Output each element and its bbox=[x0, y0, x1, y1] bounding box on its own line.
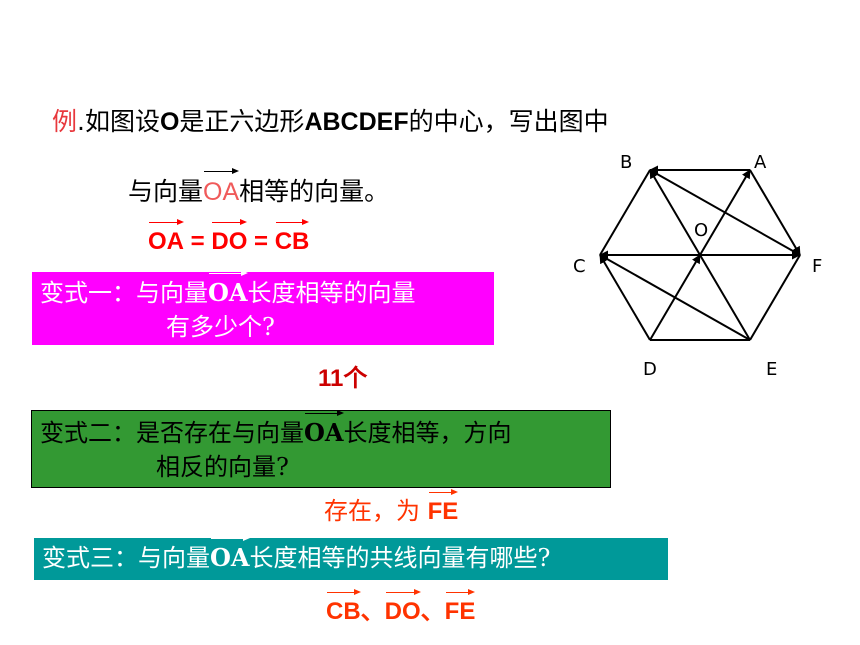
label-o: O bbox=[694, 220, 708, 241]
vector-fe: FE bbox=[428, 489, 458, 529]
variant-one-line1: 变式一：与向量OA长度相等的向量 bbox=[40, 270, 494, 310]
example-part3: 的中心，写出图中 bbox=[408, 107, 609, 136]
variant-two-rest: 长度相等，方向 bbox=[343, 419, 512, 447]
edge-bf bbox=[649, 169, 801, 256]
label-e: E bbox=[766, 359, 777, 380]
hexagon-name: ABCDEF bbox=[304, 108, 409, 136]
example-prefix: 例 bbox=[52, 107, 78, 136]
vector-cb: CB bbox=[275, 219, 309, 259]
center-o: O bbox=[159, 108, 180, 136]
edge-fe bbox=[749, 254, 801, 341]
edge-dc bbox=[599, 254, 651, 341]
vector-cb: CB bbox=[326, 589, 361, 629]
vector-oa: OA bbox=[148, 219, 184, 259]
label-d: D bbox=[643, 359, 657, 380]
example-title: 例.如图设O是正六边形ABCDEF的中心，写出图中 bbox=[52, 104, 609, 140]
label-f: F bbox=[812, 256, 822, 277]
variant-one-box: 变式一：与向量OA长度相等的向量 有多少个? bbox=[32, 270, 494, 345]
variant-one-line2: 有多少个? bbox=[166, 313, 275, 341]
answer-one: 11个 bbox=[318, 365, 368, 392]
vector-do: DO bbox=[211, 219, 248, 259]
edge-af bbox=[749, 169, 801, 256]
variant-three-rest: 长度相等的共线向量有哪些? bbox=[249, 544, 551, 572]
answer-two: 存在，为 FE bbox=[324, 489, 458, 529]
vector-oa: OA bbox=[210, 535, 250, 575]
vector-oa: OA bbox=[203, 168, 240, 210]
answer-two-text: 存在，为 bbox=[324, 497, 428, 525]
vector-oa: OA bbox=[304, 410, 344, 450]
variant-two-label: 变式二：是否存在与向量 bbox=[40, 419, 304, 447]
label-c: C bbox=[573, 256, 586, 277]
example-part1: .如图设 bbox=[77, 107, 160, 136]
variant-two-line2: 相反的向量? bbox=[156, 453, 289, 481]
separator: 、 bbox=[420, 598, 445, 625]
example-part2: 是正六边形 bbox=[179, 107, 305, 136]
answer-three: CB、DO、FE bbox=[326, 589, 475, 629]
vector-fe: FE bbox=[445, 589, 475, 629]
label-a: A bbox=[754, 152, 767, 173]
variant-three-label: 变式三：与向量 bbox=[42, 544, 210, 572]
vector-oa: OA bbox=[208, 270, 248, 310]
edge-oe bbox=[699, 254, 751, 341]
variant-three-box: 变式三：与向量OA长度相等的共线向量有哪些? bbox=[34, 535, 668, 580]
edge-ce bbox=[599, 254, 751, 341]
equals-sign: = bbox=[184, 228, 212, 255]
example-subtitle: 与向量OA相等的向量。 bbox=[128, 168, 390, 210]
variant-one-label: 变式一：与向量 bbox=[40, 279, 208, 307]
hexagon-diagram: B A C F O D E bbox=[573, 152, 822, 380]
variant-one-rest: 长度相等的向量 bbox=[247, 279, 416, 307]
vector-do: DO bbox=[385, 589, 421, 629]
label-b: B bbox=[620, 152, 632, 173]
edge-ob bbox=[649, 169, 701, 256]
equal-vectors-answer: OA = DO = CB bbox=[148, 219, 309, 259]
equals-sign: = bbox=[247, 228, 275, 255]
subtitle-pre: 与向量 bbox=[128, 177, 204, 206]
subtitle-post: 相等的向量。 bbox=[239, 177, 390, 206]
separator: 、 bbox=[360, 598, 385, 625]
variant-two-box: 变式二：是否存在与向量OA长度相等，方向 相反的向量? bbox=[31, 410, 611, 488]
variant-two-line1: 变式二：是否存在与向量OA长度相等，方向 bbox=[40, 410, 610, 450]
edge-cb bbox=[599, 169, 651, 256]
